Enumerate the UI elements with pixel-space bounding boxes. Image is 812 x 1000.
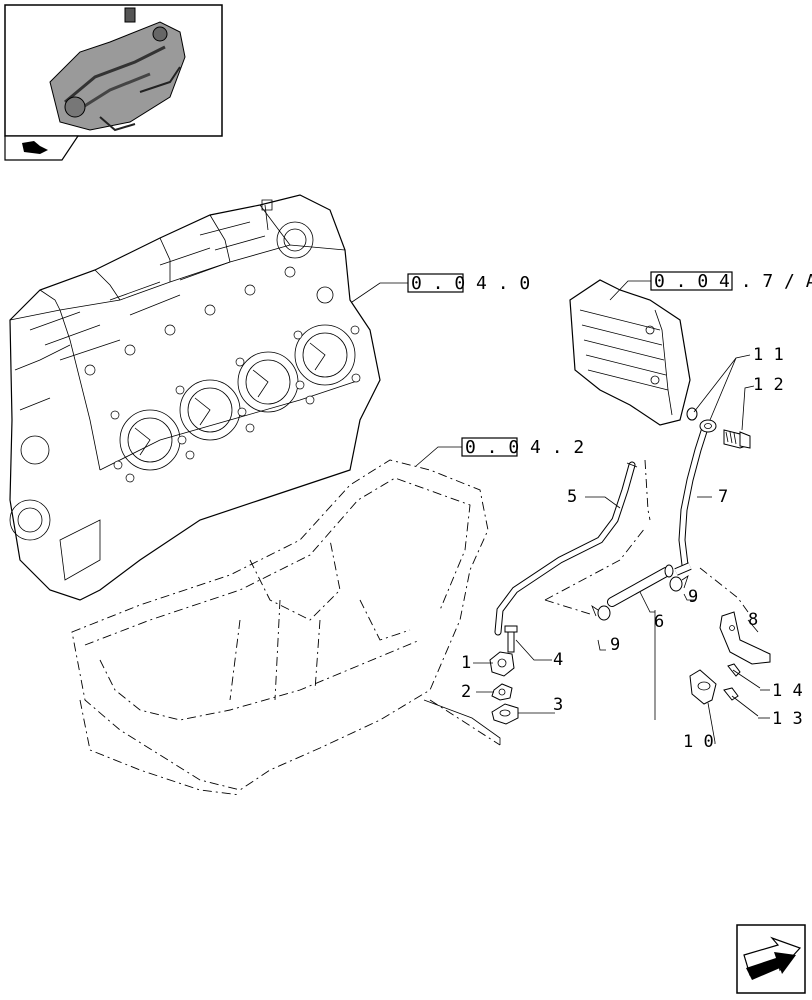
seal-and-banjo-bolt [686,407,751,449]
fitting-parts [489,625,519,725]
callout-9a: 9 [610,635,620,655]
callout-13: 1 3 [772,709,803,729]
callout-14: 1 4 [772,681,803,701]
callout-10: 1 0 [683,732,714,752]
oil-pipe-5 [494,461,638,636]
callout-8: 8 [748,610,758,630]
callout-2: 2 [461,682,471,702]
engine-thumbnail[interactable] [4,4,223,137]
callout-5: 5 [567,487,577,507]
callout-11: 1 1 [753,345,784,365]
oil-cooler [569,279,691,426]
callout-9b: 9 [688,587,698,607]
reference-sump[interactable]: 0 . 0 4 . 2 [415,437,584,467]
callout-3: 3 [553,695,563,715]
callout-leaders [473,354,770,744]
reference-text: 0 . 0 4 . 0 [411,273,530,294]
reference-text: 0 . 0 4 . 7 / A [654,271,812,292]
next-page-arrow-icon[interactable] [736,924,806,994]
hose-6 [607,562,692,607]
assembly-guide-lines [423,459,749,745]
callout-7: 7 [718,487,728,507]
engine-block [9,194,381,601]
reference-cooler[interactable]: 0 . 0 4 . 7 / A [609,271,812,301]
callout-4: 4 [553,650,563,670]
reference-block[interactable]: 0 . 0 4 . 0 [351,273,530,303]
hose-clamp [591,575,689,621]
oil-sump [71,459,501,796]
book-icon[interactable] [4,135,80,161]
reference-text: 0 . 0 4 . 2 [465,437,584,458]
oil-pipe-7 [678,419,717,569]
brackets-and-screws [689,611,771,717]
callout-6: 6 [654,612,664,632]
callout-1: 1 [461,653,471,673]
callout-12: 1 2 [753,375,784,395]
